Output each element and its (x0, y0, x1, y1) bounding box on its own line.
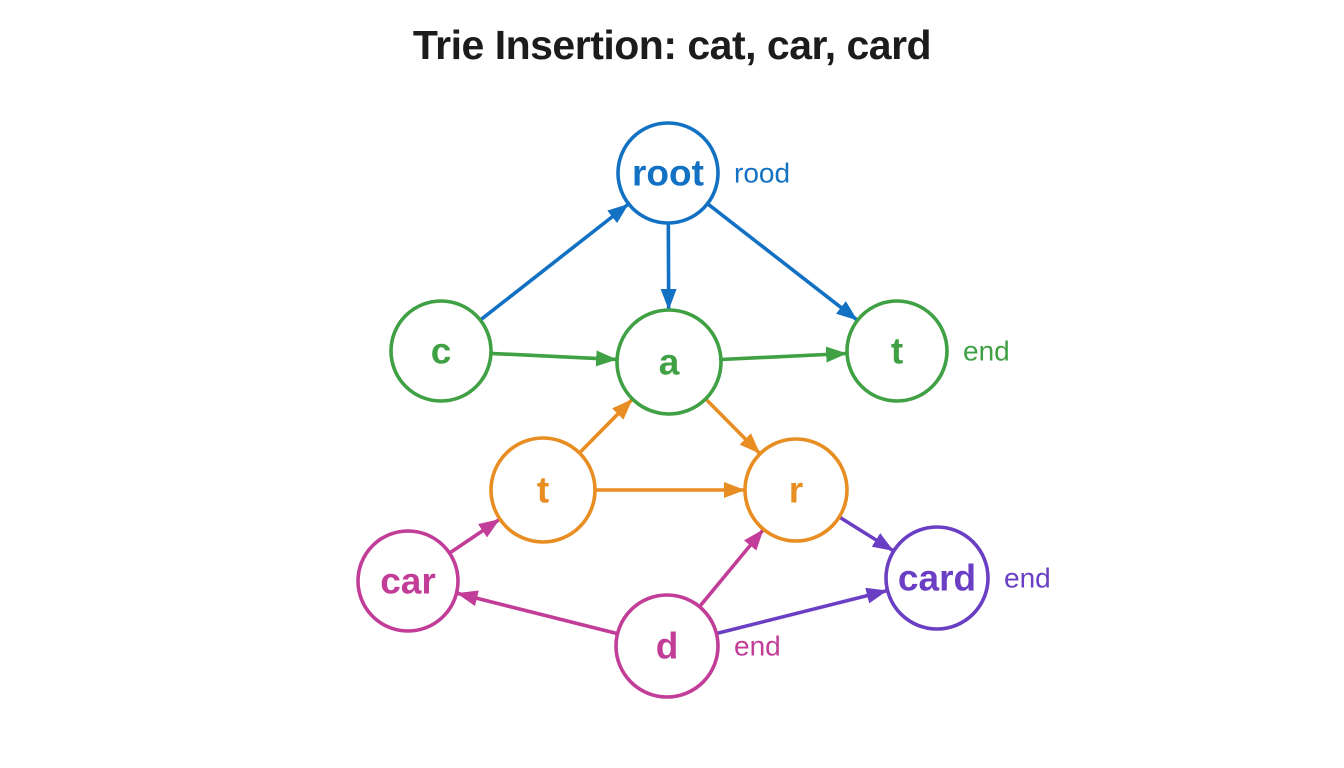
edge-c-a-arrow (490, 350, 618, 367)
edge-d-r-arrow (698, 528, 765, 608)
node-t2-circle (489, 436, 597, 544)
node-d: d end (614, 593, 781, 699)
node-r: r (743, 437, 849, 543)
node-root-side-label: rood (734, 158, 790, 189)
node-root: root rood (616, 121, 790, 225)
node-t1-label: t (891, 331, 903, 372)
node-car-label: car (380, 561, 436, 602)
node-card-side-label: end (1004, 563, 1051, 594)
node-t2: t (489, 436, 597, 544)
node-d-side-label: end (734, 631, 781, 662)
edge-d-car-arrow (456, 590, 618, 636)
node-t1-circle (845, 299, 949, 403)
edge-root-t1-arrow (706, 202, 858, 322)
node-root-circle (616, 121, 720, 225)
page-title: Trie Insertion: cat, car, card (412, 22, 932, 68)
node-card-label: card (898, 558, 976, 599)
node-d-circle (614, 593, 720, 699)
node-a-circle (615, 308, 723, 416)
node-t1: t end (845, 299, 1010, 403)
edge-a-t1-arrow (720, 346, 848, 363)
node-r-label: r (789, 470, 803, 511)
node-car-circle (356, 529, 460, 633)
node-card-circle (884, 525, 990, 631)
node-c: c (389, 299, 493, 403)
node-a: a (615, 308, 723, 416)
node-d-label: d (656, 626, 679, 667)
node-c-circle (389, 299, 493, 403)
node-car: car (356, 529, 460, 633)
node-t2-label: t (537, 470, 549, 511)
edge-car-t2-arrow (448, 518, 501, 555)
node-t1-side-label: end (963, 336, 1010, 367)
node-r-circle (743, 437, 849, 543)
node-root-label: root (632, 153, 704, 194)
node-a-label: a (659, 342, 680, 383)
edge-r-card-arrow (838, 515, 894, 553)
node-c-label: c (431, 331, 452, 372)
edge-t2-a-arrow (578, 398, 634, 455)
edge-a-r-arrow (704, 397, 761, 455)
edge-c-root-arrow (479, 203, 630, 322)
edge-d-card-arrow (716, 587, 888, 636)
